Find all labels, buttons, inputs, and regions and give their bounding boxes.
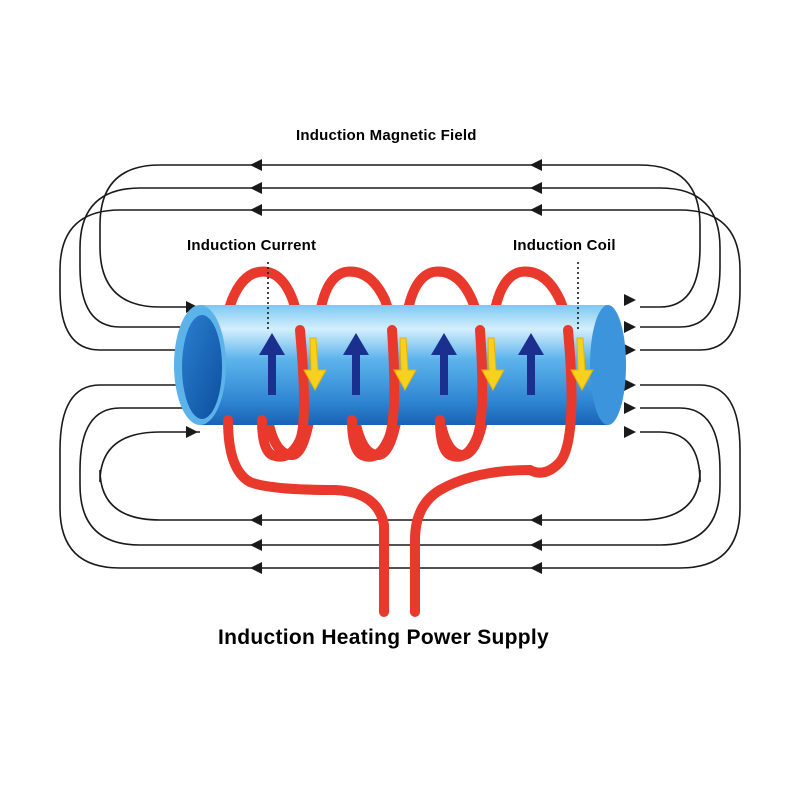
- field-line-top-inner: [59, 209, 741, 351]
- field-line-bottom-middle: [79, 407, 721, 546]
- field-arrow: [624, 379, 636, 391]
- coil-turn-front-3: [435, 325, 488, 462]
- field-lines-top: [59, 164, 741, 351]
- field-arrow: [624, 321, 636, 333]
- field-arrow: [624, 344, 636, 356]
- coil-arrow-icon: [481, 337, 505, 392]
- coil-arrow-icon: [303, 337, 327, 392]
- field-arrow: [250, 514, 262, 526]
- field-arrow: [250, 539, 262, 551]
- field-arrow: [530, 514, 542, 526]
- field-arrow: [530, 562, 542, 574]
- field-line-top-middle: [79, 187, 721, 328]
- current-arrow-icon: [431, 333, 457, 395]
- field-arrow: [530, 159, 542, 171]
- field-arrow: [186, 426, 198, 438]
- workpiece-tube: [174, 305, 626, 425]
- induction-coil-label: Induction Coil: [513, 237, 616, 254]
- current-arrow-icon: [518, 333, 544, 395]
- leader-lines: [267, 262, 579, 330]
- field-arrow: [624, 402, 636, 414]
- coil-lead-right: [410, 325, 577, 617]
- magnetic-field-label: Induction Magnetic Field: [296, 127, 477, 144]
- field-arrow: [530, 539, 542, 551]
- field-arrow: [250, 204, 262, 216]
- field-arrow: [250, 159, 262, 171]
- coil-arrow-icon: [393, 337, 417, 392]
- current-arrows: [259, 333, 544, 395]
- tube-left-opening: [182, 315, 222, 419]
- field-line-bottom-inner: [99, 431, 701, 521]
- field-lines-bottom: [59, 384, 741, 569]
- coil-turn-front-2: [347, 325, 400, 462]
- field-arrow: [530, 182, 542, 194]
- field-line-bottom-outer: [59, 384, 741, 569]
- field-arrow: [186, 301, 198, 313]
- coil-arrow-icon: [570, 337, 594, 392]
- coil-current-arrows: [303, 337, 594, 392]
- induction-current-label: Induction Current: [187, 237, 317, 254]
- current-arrow-icon: [343, 333, 369, 395]
- field-line-top-outer: [99, 164, 701, 308]
- field-arrow: [530, 204, 542, 216]
- tube-right-end: [590, 305, 626, 425]
- current-arrow-icon: [259, 333, 285, 395]
- field-arrow: [624, 294, 636, 306]
- power-supply-label: Induction Heating Power Supply: [218, 626, 550, 649]
- coil-front: [223, 325, 577, 617]
- field-arrow: [250, 182, 262, 194]
- field-arrow: [624, 426, 636, 438]
- coil-lead-left: [223, 415, 389, 617]
- coil-turn-front-1: [257, 325, 309, 462]
- field-arrow: [250, 562, 262, 574]
